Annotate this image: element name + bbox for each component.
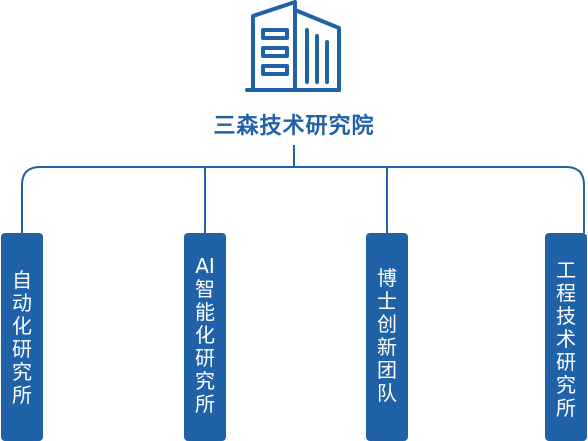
root-node-title: 三森技术研究院 xyxy=(213,114,375,139)
org-node-phd-team[interactable]: 博士创新团队 xyxy=(366,233,408,441)
org-node-label: AI智能化研究所 xyxy=(195,254,215,416)
org-node-engineering[interactable]: 工程技术研究所 xyxy=(545,233,587,441)
org-node-label: 工程技术研究所 xyxy=(556,258,576,420)
building-icon xyxy=(245,0,341,92)
org-node-label: 自动化研究所 xyxy=(12,268,32,407)
connector-horizontal xyxy=(21,166,585,233)
org-node-label: 博士创新团队 xyxy=(377,266,397,405)
org-node-ai[interactable]: AI智能化研究所 xyxy=(184,233,226,441)
org-node-automation[interactable]: 自动化研究所 xyxy=(1,233,43,441)
